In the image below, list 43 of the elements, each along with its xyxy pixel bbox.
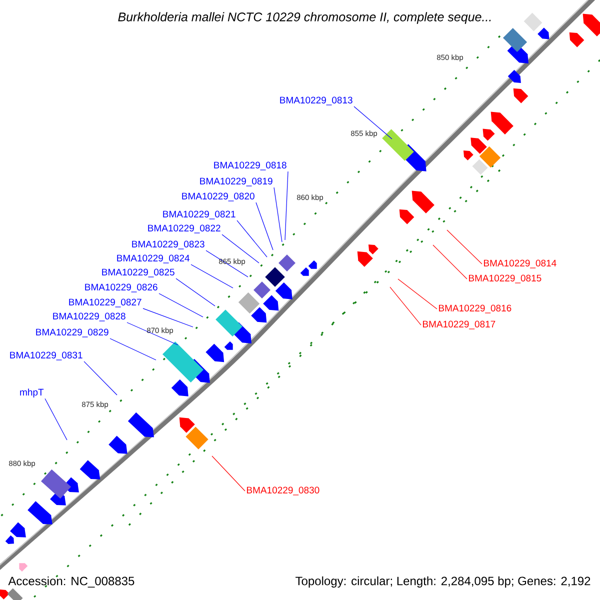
- summary-text: Topology: circular; Length: 2,284,095 bp; Genes: 2,192: [296, 576, 590, 588]
- gene-label: BMA10229_0828: [53, 312, 126, 322]
- leader-line: [206, 250, 248, 278]
- leader-line: [256, 202, 274, 250]
- leader-line: [84, 361, 118, 396]
- gene-label: BMA10229_0831: [10, 352, 82, 360]
- gene-label: BMA10229_0816: [439, 304, 512, 314]
- gene-label: BMA10229_0813: [280, 96, 352, 106]
- leader-line: [432, 244, 468, 280]
- leader-line: [274, 187, 282, 242]
- gene-label: BMA10229_0823: [132, 240, 204, 250]
- leader-line: [284, 171, 288, 240]
- accession-text: Accession: NC_008835: [8, 576, 134, 588]
- gene-label: BMA10229_0825: [102, 268, 174, 278]
- leader-line: [158, 293, 204, 318]
- leader-line: [390, 286, 422, 326]
- leader-line: [398, 278, 438, 310]
- gene-label: BMA10229_0814: [484, 260, 556, 268]
- leader-line: [126, 322, 178, 346]
- gene-label: mhpT: [20, 388, 44, 398]
- gene-label: BMA10229_0821: [163, 210, 236, 220]
- gene-label: BMA10229_0827: [69, 298, 142, 308]
- gene-label: BMA10229_0820: [182, 192, 254, 202]
- leader-line: [236, 220, 268, 258]
- leader-line: [142, 308, 194, 328]
- gene-label: BMA10229_0829: [36, 328, 108, 338]
- gene-label: BMA10229_0815: [469, 274, 542, 284]
- leader-line: [222, 234, 260, 264]
- gene-label: BMA10229_0826: [85, 284, 158, 292]
- leader-line: [446, 230, 482, 264]
- leader-line: [176, 278, 216, 306]
- gene-label: BMA10229_0822: [148, 224, 220, 234]
- leader-line: [212, 456, 246, 492]
- gene-label: BMA10229_0817: [423, 320, 496, 330]
- gene-label: BMA10229_0824: [117, 254, 190, 264]
- gene-label: BMA10229_0830: [246, 486, 320, 496]
- title: Burkholderia mallei NCTC 10229 chromosome II, complete seque...: [118, 12, 491, 24]
- leader-line: [354, 106, 392, 140]
- leader-line: [110, 338, 156, 360]
- gene-label: BMA10229_0819: [200, 178, 272, 186]
- gene-label: BMA10229_0818: [214, 162, 286, 170]
- leader-line: [190, 264, 234, 288]
- leader-line: [44, 398, 68, 440]
